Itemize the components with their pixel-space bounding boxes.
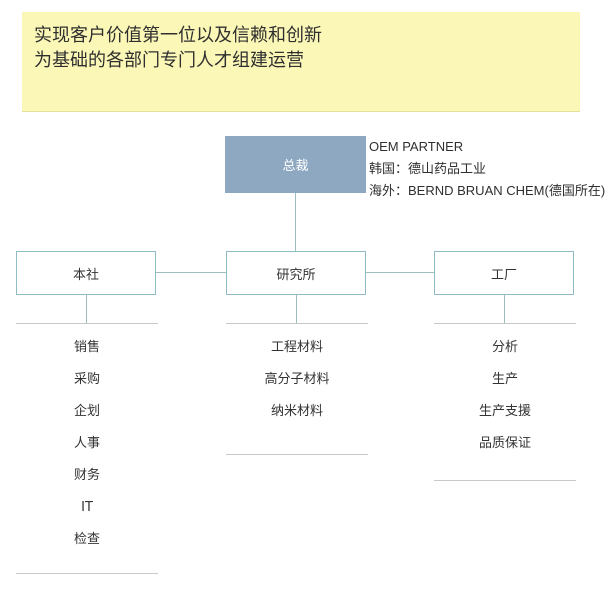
main-office-list: 销售 采购 企划 人事 财务 IT 检查 [16,336,158,560]
main-item-inspection: 检查 [73,532,100,547]
research-item-engineering-materials: 工程材料 [270,340,323,355]
research-label: 研究所 [276,267,316,283]
main-top-rule [16,323,158,324]
factory-box: 工厂 [434,251,574,295]
ceo-label: 总裁 [282,159,309,174]
research-item-nano-materials: 纳米材料 [270,404,323,419]
oem-partner-info: OEM PARTNER 韩国：德山药品工业 海外：BERND BRUAN CHE… [369,136,605,202]
factory-top-rule [434,323,576,324]
factory-label: 工厂 [490,267,517,283]
factory-item-quality-assurance: 品质保证 [478,436,531,451]
header-line-1: 实现客户价值第一位以及信赖和创新 [34,25,322,46]
main-bottom-rule [16,573,158,574]
header-banner: 实现客户价值第一位以及信赖和创新 为基础的各部门专门人才组建运营 [22,12,580,112]
main-item-planning: 企划 [73,404,100,419]
main-office-label: 本社 [72,267,99,283]
research-down-connector [296,295,297,323]
research-box: 研究所 [226,251,366,295]
main-item-finance: 财务 [73,468,100,483]
partner-korea: 韩国：德山药品工业 [369,161,487,176]
research-top-rule [226,323,368,324]
factory-item-production: 生产 [491,372,518,387]
factory-down-connector [504,295,505,323]
main-item-it: IT [81,500,93,515]
header-line-2: 为基础的各部门专门人才组建运营 [34,50,304,71]
main-down-connector [86,295,87,323]
main-item-purchasing: 采购 [73,372,100,387]
factory-item-production-support: 生产支援 [478,404,531,419]
factory-list: 分析 生产 生产支援 品质保证 [434,336,576,464]
partner-overseas: 海外：BERND BRUAN CHEM(德国所在) [369,183,606,198]
research-item-polymer-materials: 高分子材料 [264,372,330,387]
main-item-sales: 销售 [73,340,100,355]
right-horizontal-connector [366,272,434,273]
research-list: 工程材料 高分子材料 纳米材料 [226,336,368,432]
main-item-hr: 人事 [73,436,100,451]
research-bottom-rule [226,454,368,455]
main-office-box: 本社 [16,251,156,295]
partner-title: OEM PARTNER [369,139,464,154]
left-horizontal-connector [156,272,226,273]
ceo-box: 总裁 [225,136,366,193]
factory-item-analysis: 分析 [491,340,518,355]
top-vertical-connector [295,193,296,251]
factory-bottom-rule [434,480,576,481]
